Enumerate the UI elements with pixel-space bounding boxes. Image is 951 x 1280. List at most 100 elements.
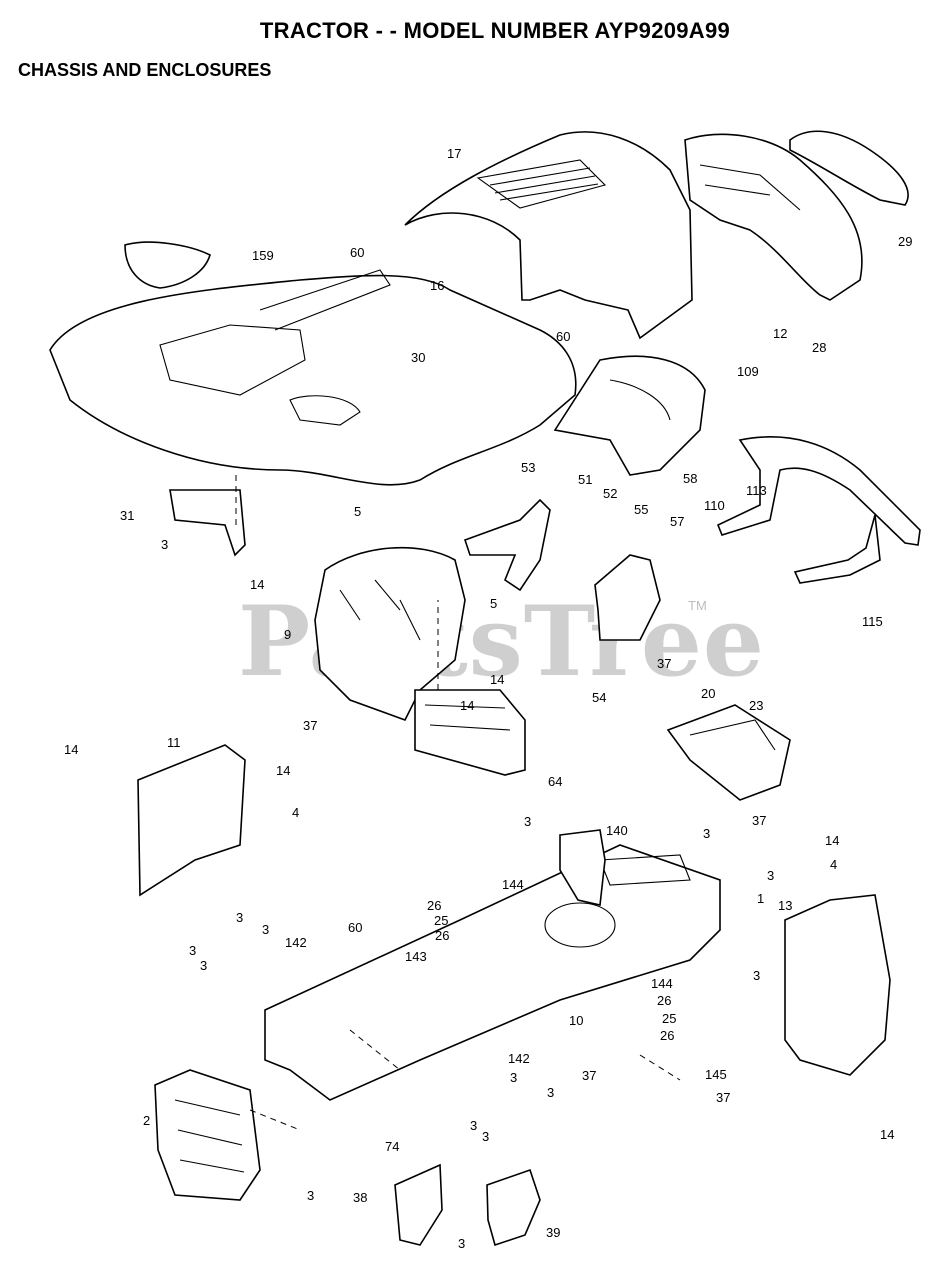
callout-c-14f: 14 <box>825 833 839 848</box>
bracket-part-53 <box>463 498 551 592</box>
callout-c-142b: 142 <box>508 1051 530 1066</box>
callout-c-11: 11 <box>167 735 181 750</box>
callout-c-51: 51 <box>578 472 592 487</box>
callout-c-28: 28 <box>812 340 826 355</box>
callout-c-14e: 14 <box>276 763 290 778</box>
callout-c-37a: 37 <box>657 656 671 671</box>
callout-c-12: 12 <box>773 326 787 341</box>
side-panel-part-13 <box>784 894 891 1076</box>
callout-c-38: 38 <box>353 1190 367 1205</box>
callout-c-1: 1 <box>757 891 764 906</box>
callout-c-58: 58 <box>683 471 697 486</box>
callout-c-9: 9 <box>284 627 291 642</box>
callout-c-3f: 3 <box>262 922 269 937</box>
callout-c-74: 74 <box>385 1139 399 1154</box>
callout-c-30: 30 <box>411 350 425 365</box>
callout-c-23: 23 <box>749 698 763 713</box>
callout-c-60a: 60 <box>350 245 364 260</box>
callout-c-29: 29 <box>898 234 912 249</box>
callout-c-26a: 26 <box>427 898 441 913</box>
bumper-part-113 <box>716 436 921 584</box>
callout-c-14b: 14 <box>490 672 504 687</box>
callout-c-3k: 3 <box>547 1085 554 1100</box>
callout-c-3c: 3 <box>703 826 710 841</box>
steering-support-part-64 <box>414 689 526 776</box>
grille-part-29 <box>789 130 909 206</box>
callout-c-115: 115 <box>862 614 883 629</box>
callout-c-143: 143 <box>405 949 427 964</box>
callout-c-3a: 3 <box>161 537 168 552</box>
callout-c-3h: 3 <box>200 958 207 973</box>
callout-c-57: 57 <box>670 514 684 529</box>
callout-c-55: 55 <box>634 502 648 517</box>
callout-c-3l: 3 <box>470 1118 477 1133</box>
callout-c-16: 16 <box>430 278 444 293</box>
bracket-part-140 <box>559 829 606 906</box>
callout-c-10: 10 <box>569 1013 583 1028</box>
callout-c-25b: 25 <box>662 1011 676 1026</box>
callout-c-31: 31 <box>120 508 134 523</box>
callout-c-5b: 5 <box>490 596 497 611</box>
callout-c-37c: 37 <box>752 813 766 828</box>
callout-c-144b: 144 <box>651 976 673 991</box>
bracket-part-38 <box>394 1163 443 1246</box>
hood-part-17 <box>404 131 693 340</box>
callout-c-159: 159 <box>252 248 274 263</box>
callout-c-26d: 26 <box>660 1028 674 1043</box>
section-title: CHASSIS AND ENCLOSURES <box>18 60 272 80</box>
callout-c-3g: 3 <box>189 943 196 958</box>
callout-c-145: 145 <box>705 1067 727 1082</box>
callout-c-140: 140 <box>606 823 628 838</box>
callout-c-3d: 3 <box>767 868 774 883</box>
callout-c-25a: 25 <box>434 913 448 928</box>
frame-part-1 <box>264 844 721 1101</box>
bracket-part-39 <box>486 1168 541 1247</box>
side-panel-part-11 <box>137 744 246 897</box>
callout-c-5a: 5 <box>354 504 361 519</box>
callout-c-2: 2 <box>143 1113 150 1128</box>
dash-panel-part-9 <box>314 546 466 721</box>
callout-c-39: 39 <box>546 1225 560 1240</box>
callout-c-109: 109 <box>737 364 759 379</box>
heat-shield-part-58 <box>553 355 706 476</box>
alignment-lines <box>235 475 681 1131</box>
callout-c-14c: 14 <box>460 698 474 713</box>
callout-c-113: 113 <box>746 483 767 498</box>
callout-c-13: 13 <box>778 898 792 913</box>
callout-c-37e: 37 <box>716 1090 730 1105</box>
callout-c-4a: 4 <box>292 805 299 820</box>
callout-c-52: 52 <box>603 486 617 501</box>
callout-c-64: 64 <box>548 774 562 789</box>
front-plate-part-2 <box>154 1069 261 1201</box>
trademark-mark: TM <box>688 598 707 613</box>
page-title: TRACTOR - - MODEL NUMBER AYP9209A99 <box>259 18 731 43</box>
callout-c-14d: 14 <box>64 742 78 757</box>
callout-c-3e: 3 <box>236 910 243 925</box>
fender-deck-part-30 <box>49 269 577 486</box>
side-panel-part-28 <box>684 133 863 301</box>
callout-c-26b: 26 <box>435 928 449 943</box>
callout-c-14g: 14 <box>880 1127 894 1142</box>
callout-c-54: 54 <box>592 690 606 705</box>
callout-c-3n: 3 <box>307 1188 314 1203</box>
battery-tray-part-20 <box>666 704 791 801</box>
callout-c-14a: 14 <box>250 577 264 592</box>
callout-c-20: 20 <box>701 686 715 701</box>
callout-c-26c: 26 <box>657 993 671 1008</box>
callout-c-3o: 3 <box>458 1236 465 1251</box>
callout-c-3i: 3 <box>753 968 760 983</box>
callout-c-4b: 4 <box>830 857 837 872</box>
callout-c-37d: 37 <box>582 1068 596 1083</box>
callout-c-17: 17 <box>447 146 461 161</box>
bracket-part-31 <box>169 489 246 557</box>
callout-c-142a: 142 <box>285 935 307 950</box>
bracket-part-55 <box>594 554 661 641</box>
callout-c-3j: 3 <box>510 1070 517 1085</box>
callout-c-37b: 37 <box>303 718 317 733</box>
callout-c-53: 53 <box>521 460 535 475</box>
callout-c-60b: 60 <box>556 329 570 344</box>
callout-c-3b: 3 <box>524 814 531 829</box>
callout-c-3m: 3 <box>482 1129 489 1144</box>
